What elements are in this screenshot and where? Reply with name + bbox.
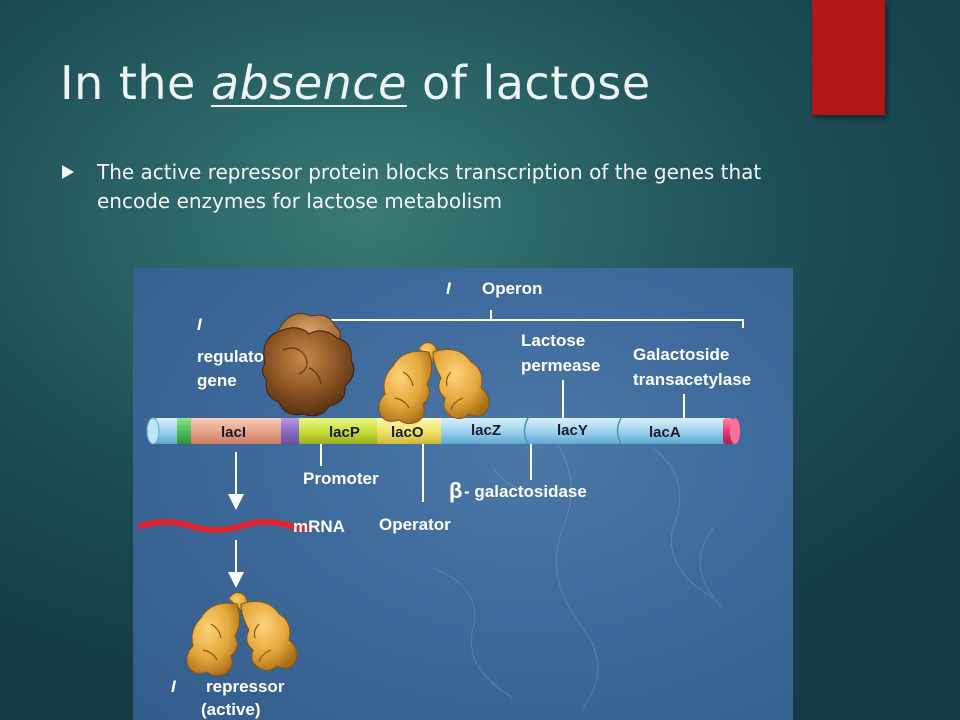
title-suffix: of lactose [406, 56, 651, 110]
repressor-protein-free [186, 592, 298, 677]
lacI-segment [191, 418, 281, 444]
mrna-strand [138, 519, 312, 533]
dna-division-y-a [616, 417, 622, 445]
gene-lacA-label: lacA [649, 424, 681, 441]
title-emphasis: absence [210, 56, 407, 110]
lacP-segment [299, 418, 377, 444]
operator-label: Operator [379, 515, 451, 534]
dna-purple-segment [281, 418, 299, 444]
background-texture [432, 437, 724, 709]
transacetylase-label-line2: transacetylase [633, 370, 751, 389]
operon-symbol: I [446, 279, 452, 298]
operon-bracket [302, 310, 744, 328]
gene-lacZ-label: lacZ [471, 422, 501, 439]
title-prefix: In the [60, 56, 211, 110]
beta-symbol: β [449, 478, 462, 503]
dna-green-segment [177, 418, 191, 444]
permease-label-line2: permease [521, 356, 600, 375]
repressor-protein-on-operator [378, 342, 490, 425]
translation-arrow-head-icon [228, 572, 244, 588]
diagram-svg: I Operon I regulatory gene Lactose perme… [138, 279, 751, 719]
dna-division-z-y [523, 417, 529, 445]
transcription-arrow-head-icon [228, 494, 244, 510]
dna-left-end [146, 417, 160, 445]
regulatory-symbol: I [197, 315, 203, 334]
repressor-symbol: I [171, 677, 177, 696]
gene-lacI-label: lacI [221, 424, 246, 441]
dna-pink-end [723, 418, 733, 444]
gene-lacO-label: lacO [391, 424, 424, 441]
transacetylase-label-line1: Galactoside [633, 345, 729, 364]
galactosidase-label: - galactosidase [464, 482, 587, 501]
lac-operon-diagram: I Operon I regulatory gene Lactose perme… [133, 268, 793, 720]
dna-strand: lacI lacP lacO lacZ lacY lacA [146, 417, 740, 445]
regulatory-label-line1: regulatory [197, 347, 281, 366]
accent-bar [812, 0, 885, 115]
slide-title: In the absence of lactose [60, 56, 651, 110]
bullet-point: The active repressor protein blocks tran… [62, 158, 802, 216]
mrna-label: mRNA [293, 517, 345, 536]
regulatory-label-line2: gene [197, 371, 237, 390]
repressor-label-line1: repressor [206, 677, 285, 696]
gene-lacP-label: lacP [329, 424, 360, 441]
triangle-bullet-icon [62, 165, 74, 179]
promoter-label: Promoter [303, 469, 379, 488]
operon-label: Operon [482, 279, 542, 298]
dna-right-cap [730, 418, 740, 444]
rna-polymerase-icon [261, 313, 355, 417]
bullet-text: The active repressor protein blocks tran… [97, 160, 762, 213]
repressor-label-line2: (active) [201, 700, 261, 719]
gene-lacY-label: lacY [557, 422, 588, 439]
permease-label-line1: Lactose [521, 331, 585, 350]
